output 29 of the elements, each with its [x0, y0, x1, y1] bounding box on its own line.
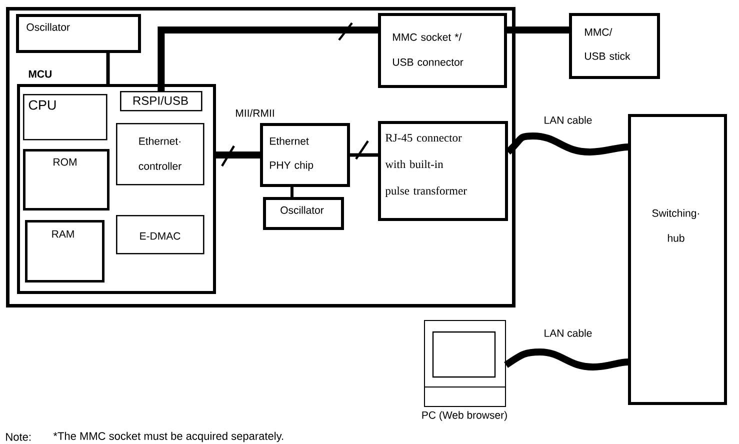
module-box: E-DMAC: [116, 215, 204, 254]
module-box: CPU: [23, 94, 108, 140]
component-box: Switching· hub: [628, 114, 727, 405]
component-box: Oscillator: [263, 197, 344, 230]
component-box: Oscillator: [16, 14, 141, 53]
component-box: Ethernet PHY chip: [260, 123, 350, 187]
component-box: MMC/ USB stick: [569, 13, 660, 79]
connector-line: [506, 132, 628, 156]
note-text: *The MMC socket must be acquired separately.: [53, 432, 284, 442]
node-label: MCU: [28, 70, 52, 78]
connector-line: [507, 26, 569, 34]
module-box: ROM: [23, 149, 110, 210]
component-box: RJ-45 connector with built-in pulse transformer: [378, 121, 508, 221]
edge-label: MII/RMII: [234, 108, 276, 118]
component-box: MMC socket */ USB connector: [378, 13, 507, 88]
connector-line: [504, 348, 628, 370]
connector-line: [216, 152, 260, 158]
board-outline: [6, 7, 516, 308]
node-label: PC (Web browser): [422, 411, 507, 421]
edge-label: LAN cable: [542, 115, 594, 125]
module-box: Ethernet· controller: [116, 123, 204, 186]
connector-line: [290, 187, 294, 197]
note-text: Note:: [6, 433, 30, 441]
module-box: RAM: [25, 220, 104, 282]
connector-line: [350, 153, 378, 157]
module-box: RSPI/USB: [120, 91, 202, 112]
connector-line: [106, 53, 110, 84]
edge-label: LAN cable: [542, 328, 594, 338]
connector-line: [158, 26, 378, 91]
